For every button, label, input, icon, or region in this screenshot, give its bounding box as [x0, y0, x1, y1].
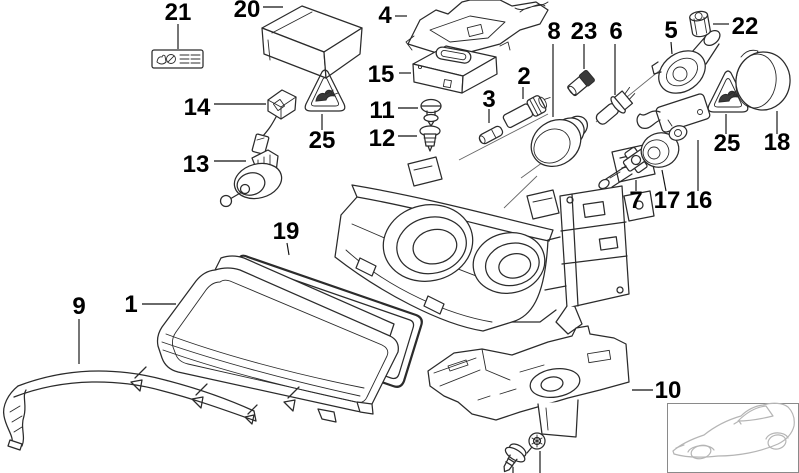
leader-17 — [661, 169, 667, 192]
part-1-lens-drawing — [156, 255, 399, 423]
part-6-bulb-drawing — [595, 86, 636, 125]
callout-7: 7 — [629, 187, 642, 214]
callout-22: 22 — [732, 13, 759, 40]
part-9-trim-strip-drawing — [2, 366, 300, 451]
callout-18: 18 — [764, 129, 791, 156]
part-12-screw-rivet-drawing — [419, 125, 441, 152]
callout-15: 15 — [368, 61, 395, 88]
part-13-adjuster-motor-drawing — [219, 149, 283, 208]
callout-1: 1 — [124, 291, 137, 318]
part-3-bulb-drawing — [478, 125, 504, 145]
part-11-clip-nut-drawing — [420, 98, 442, 127]
callout-25-left: 25 — [309, 127, 336, 154]
leader-19 — [286, 242, 290, 256]
callout-25-right: 25 — [714, 130, 741, 157]
callout-23: 23 — [571, 18, 598, 45]
part-2-bulb-socket-drawing — [502, 95, 551, 129]
part-20-carton-box — [261, 5, 363, 79]
bottom-screw-flange — [503, 443, 527, 473]
callout-19: 19 — [273, 218, 300, 245]
callout-13: 13 — [183, 151, 210, 178]
leader-lines — [78, 6, 778, 473]
part-7-xenon-bulb-drawing — [598, 146, 650, 190]
callout-6: 6 — [609, 18, 622, 45]
callout-10: 10 — [655, 377, 682, 404]
callout-12: 12 — [369, 125, 396, 152]
callout-17: 17 — [654, 187, 681, 214]
callout-21: 21 — [165, 0, 192, 26]
headlight-assembly-drawing — [334, 143, 656, 335]
part-23-bulb-drawing — [567, 69, 595, 97]
callout-11: 11 — [369, 97, 394, 124]
part-8-reflector-ring-drawing — [530, 115, 589, 168]
callout-3: 3 — [482, 86, 495, 113]
part-16-igniter-unit-drawing — [636, 93, 711, 141]
leader-5 — [670, 41, 673, 55]
callout-9: 9 — [72, 293, 85, 320]
callout-16: 16 — [686, 187, 713, 214]
callout-20: 20 — [234, 0, 261, 23]
part-10-bracket-drawing — [427, 325, 630, 438]
part-22-cap-drawing — [689, 10, 711, 38]
callout-2: 2 — [517, 63, 530, 90]
callout-14: 14 — [184, 94, 211, 121]
bottom-screw-torx — [526, 432, 546, 454]
part-5-bulb-holder-drawing — [651, 29, 721, 94]
part-21-instruction-sticker — [151, 49, 204, 69]
part-18-dome-cover-drawing — [735, 49, 791, 111]
part-4-bracket-drawing — [405, 0, 549, 55]
callout-8: 8 — [547, 18, 560, 45]
part-14-connector-cable-drawing — [251, 89, 297, 155]
car-inset-box — [667, 402, 799, 473]
warning-triangle-left-icon — [304, 69, 346, 112]
car-body-icon — [672, 402, 795, 460]
part-15-control-unit-drawing — [412, 45, 498, 94]
callout-5: 5 — [664, 17, 677, 44]
callout-4: 4 — [378, 2, 392, 29]
